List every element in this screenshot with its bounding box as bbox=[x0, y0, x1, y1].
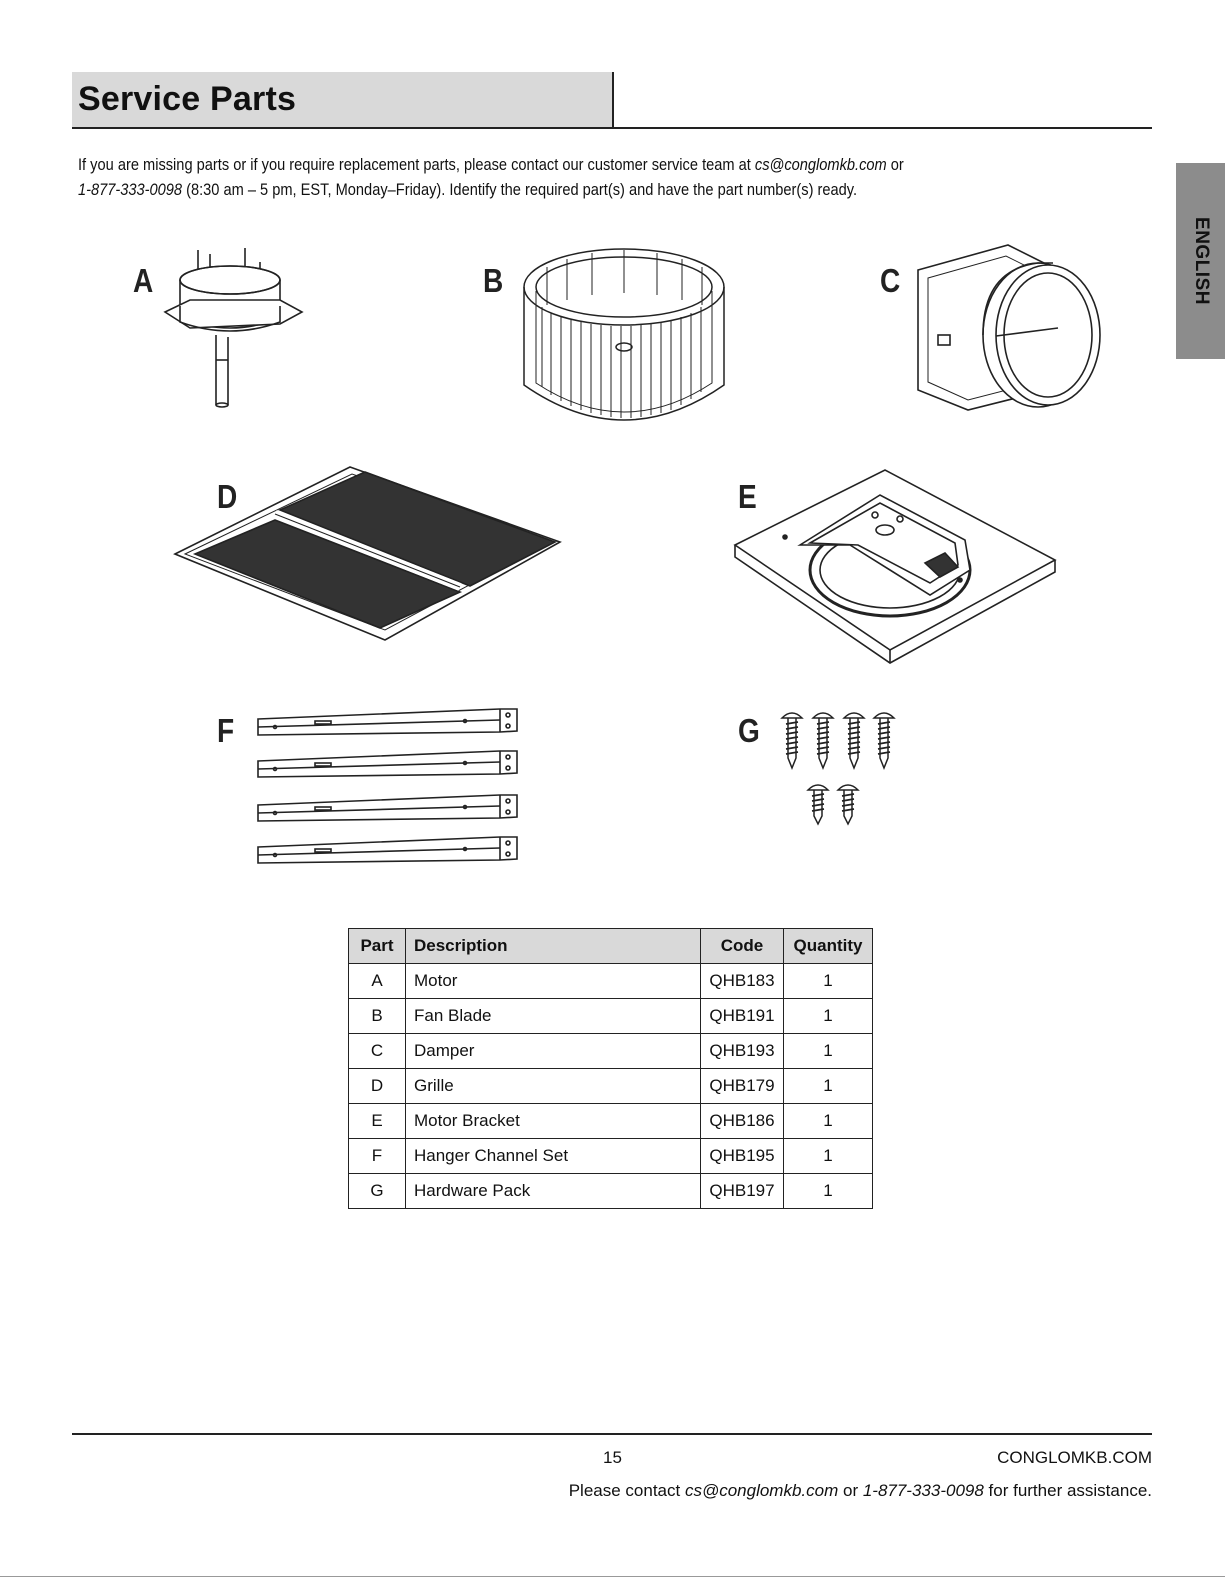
intro-text-rest: (8:30 am – 5 pm, EST, Monday–Friday). Id… bbox=[182, 180, 858, 199]
footer-site-link[interactable]: CONGLOMKB.COM bbox=[997, 1448, 1152, 1467]
cell-code: QHB183 bbox=[700, 963, 784, 999]
language-tab-label: ENGLISH bbox=[1190, 217, 1212, 305]
intro-text-or: or bbox=[886, 155, 904, 174]
header-part: Part bbox=[348, 928, 406, 964]
title-rule bbox=[72, 127, 1152, 129]
intro-email-link[interactable]: cs@conglomkb.com bbox=[754, 155, 887, 174]
cell-quantity: 1 bbox=[783, 1103, 873, 1139]
footer-contact: Please contact cs@conglomkb.com or 1-877… bbox=[569, 1481, 1152, 1501]
header-quantity: Quantity bbox=[783, 928, 873, 964]
table-header-row: Part Description Code Quantity bbox=[348, 928, 873, 964]
cell-part: E bbox=[348, 1103, 406, 1139]
motor-bracket-icon bbox=[733, 469, 1057, 664]
table-row: C Damper QHB193 1 bbox=[348, 1033, 873, 1069]
table-row: B Fan Blade QHB191 1 bbox=[348, 998, 873, 1034]
cell-description: Fan Blade bbox=[405, 998, 701, 1034]
intro-paragraph: If you are missing parts or if you requi… bbox=[78, 152, 1136, 202]
footer-contact-pre: Please contact bbox=[568, 1481, 685, 1500]
footer-or: or bbox=[838, 1481, 863, 1500]
table-row: G Hardware Pack QHB197 1 bbox=[348, 1173, 873, 1209]
intro-text: If you are missing parts or if you requi… bbox=[78, 155, 755, 174]
cell-description: Damper bbox=[405, 1033, 701, 1069]
cell-code: QHB191 bbox=[700, 998, 784, 1034]
footer-email-link[interactable]: cs@conglomkb.com bbox=[684, 1481, 839, 1500]
cell-part: G bbox=[348, 1173, 406, 1209]
parts-table: Part Description Code Quantity A Motor Q… bbox=[348, 928, 873, 1209]
cell-description: Motor Bracket bbox=[405, 1103, 701, 1139]
cell-part: A bbox=[348, 963, 406, 999]
motor-icon bbox=[163, 248, 304, 408]
cell-quantity: 1 bbox=[783, 1173, 873, 1209]
cell-code: QHB186 bbox=[700, 1103, 784, 1139]
fan-blade-icon bbox=[523, 248, 725, 421]
part-letter-d: D bbox=[217, 478, 238, 515]
cell-code: QHB197 bbox=[700, 1173, 784, 1209]
footer-rule bbox=[72, 1433, 1152, 1435]
footer-contact-post: for further assistance. bbox=[983, 1481, 1152, 1500]
part-letter-f: F bbox=[217, 712, 235, 749]
part-letter-g: G bbox=[738, 712, 760, 749]
title-bar bbox=[72, 72, 614, 128]
cell-description: Hanger Channel Set bbox=[405, 1138, 701, 1174]
page-number: 15 bbox=[603, 1448, 622, 1467]
part-letter-c: C bbox=[880, 262, 901, 299]
part-letter-b: B bbox=[483, 262, 504, 299]
table-row: D Grille QHB179 1 bbox=[348, 1068, 873, 1104]
cell-quantity: 1 bbox=[783, 998, 873, 1034]
cell-part: D bbox=[348, 1068, 406, 1104]
hanger-channel-icon bbox=[257, 708, 518, 864]
footer-phone-link[interactable]: 1-877-333-0098 bbox=[862, 1481, 984, 1500]
table-row: E Motor Bracket QHB186 1 bbox=[348, 1103, 873, 1139]
cell-quantity: 1 bbox=[783, 1033, 873, 1069]
intro-phone-link[interactable]: 1-877-333-0098 bbox=[78, 180, 183, 199]
header-description: Description bbox=[405, 928, 701, 964]
cell-part: C bbox=[348, 1033, 406, 1069]
table-row: A Motor QHB183 1 bbox=[348, 963, 873, 999]
screws-icon bbox=[780, 712, 896, 826]
damper-icon bbox=[917, 244, 1101, 411]
page-title: Service Parts bbox=[78, 80, 297, 118]
cell-description: Grille bbox=[405, 1068, 701, 1104]
cell-quantity: 1 bbox=[783, 1138, 873, 1174]
cell-quantity: 1 bbox=[783, 963, 873, 999]
grille-icon bbox=[173, 466, 562, 641]
cell-code: QHB193 bbox=[700, 1033, 784, 1069]
cell-part: F bbox=[348, 1138, 406, 1174]
cell-code: QHB179 bbox=[700, 1068, 784, 1104]
cell-quantity: 1 bbox=[783, 1068, 873, 1104]
cell-description: Motor bbox=[405, 963, 701, 999]
language-tab: ENGLISH bbox=[1176, 163, 1225, 359]
page-bottom-rule bbox=[0, 1576, 1225, 1577]
table-row: F Hanger Channel Set QHB195 1 bbox=[348, 1138, 873, 1174]
part-letter-a: A bbox=[133, 262, 154, 299]
part-letter-e: E bbox=[738, 478, 757, 515]
header-code: Code bbox=[700, 928, 784, 964]
cell-description: Hardware Pack bbox=[405, 1173, 701, 1209]
cell-part: B bbox=[348, 998, 406, 1034]
cell-code: QHB195 bbox=[700, 1138, 784, 1174]
